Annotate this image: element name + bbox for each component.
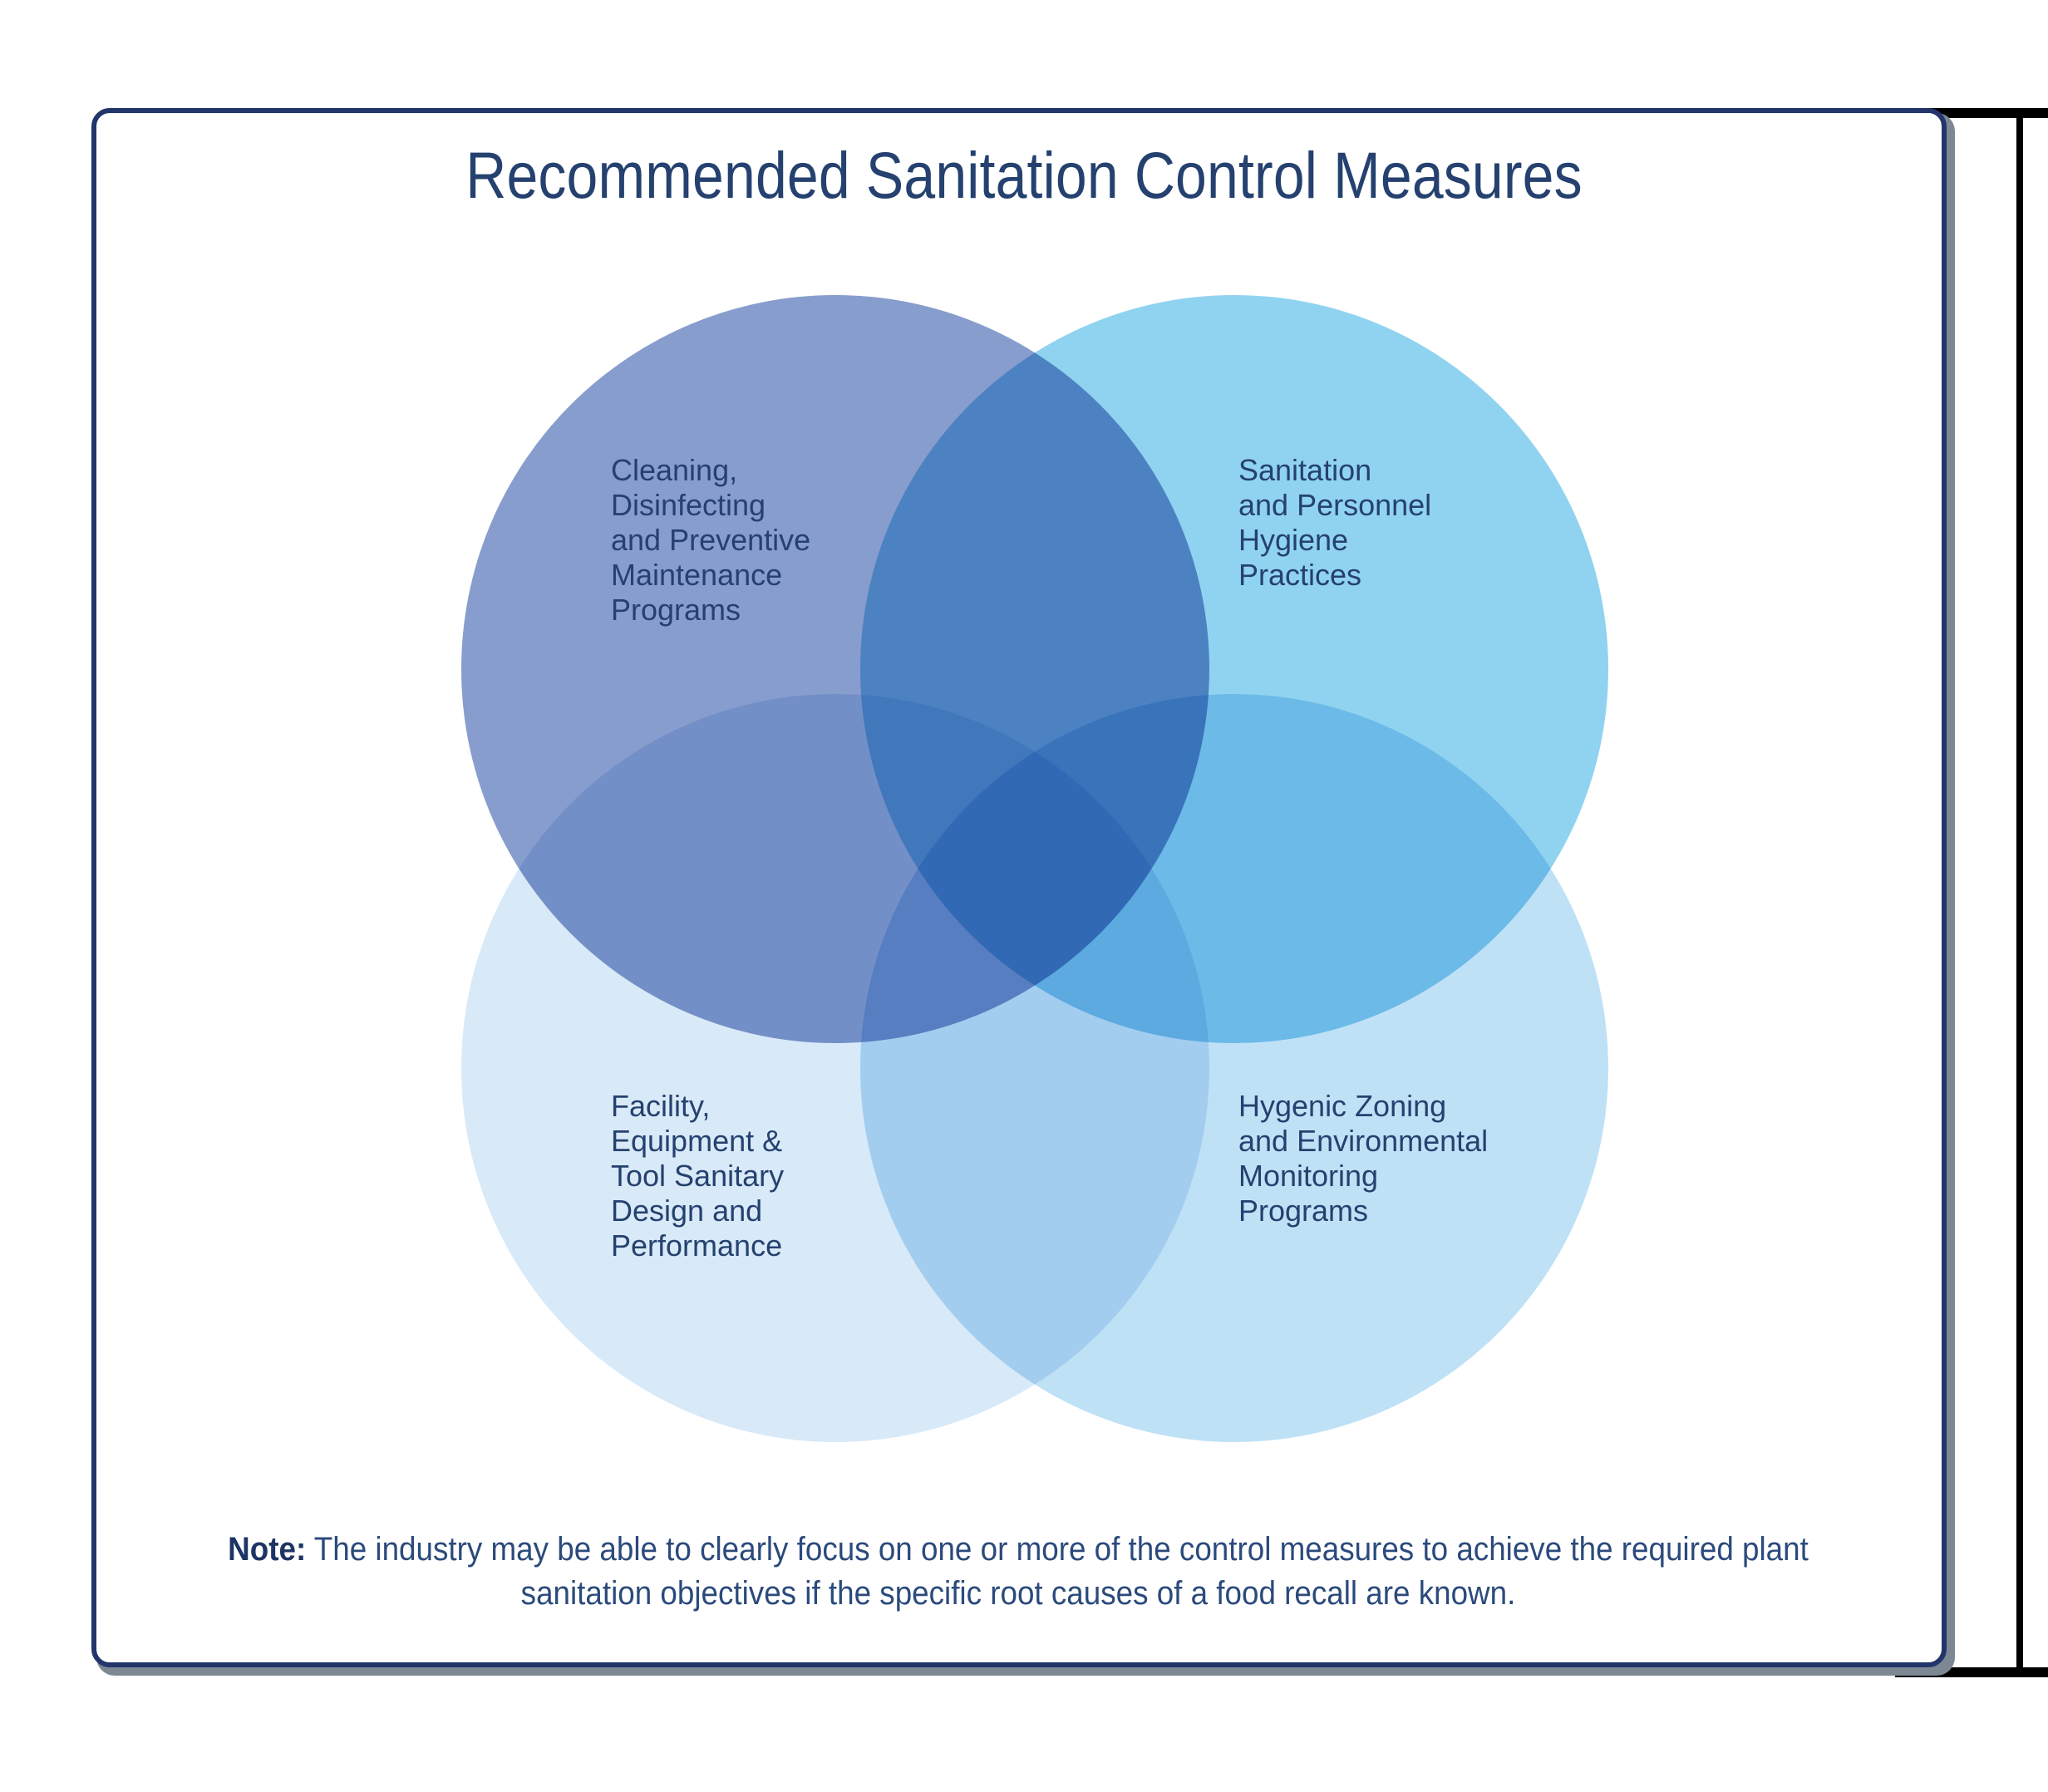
note-body: The industry may be able to clearly focu… [306,1531,1809,1612]
page-title: Recommended Sanitation Control Measures [465,138,1583,212]
note: Note: The industry may be able to clearl… [211,1528,1824,1616]
venn-circle-hygenic-zoning-environmental-monitoring [860,694,1608,1442]
venn-diagram: Cleaning, Disinfecting and Preventive Ma… [461,295,1608,1442]
accent-bar-right [2016,113,2023,1672]
note-label: Note: [228,1531,307,1568]
